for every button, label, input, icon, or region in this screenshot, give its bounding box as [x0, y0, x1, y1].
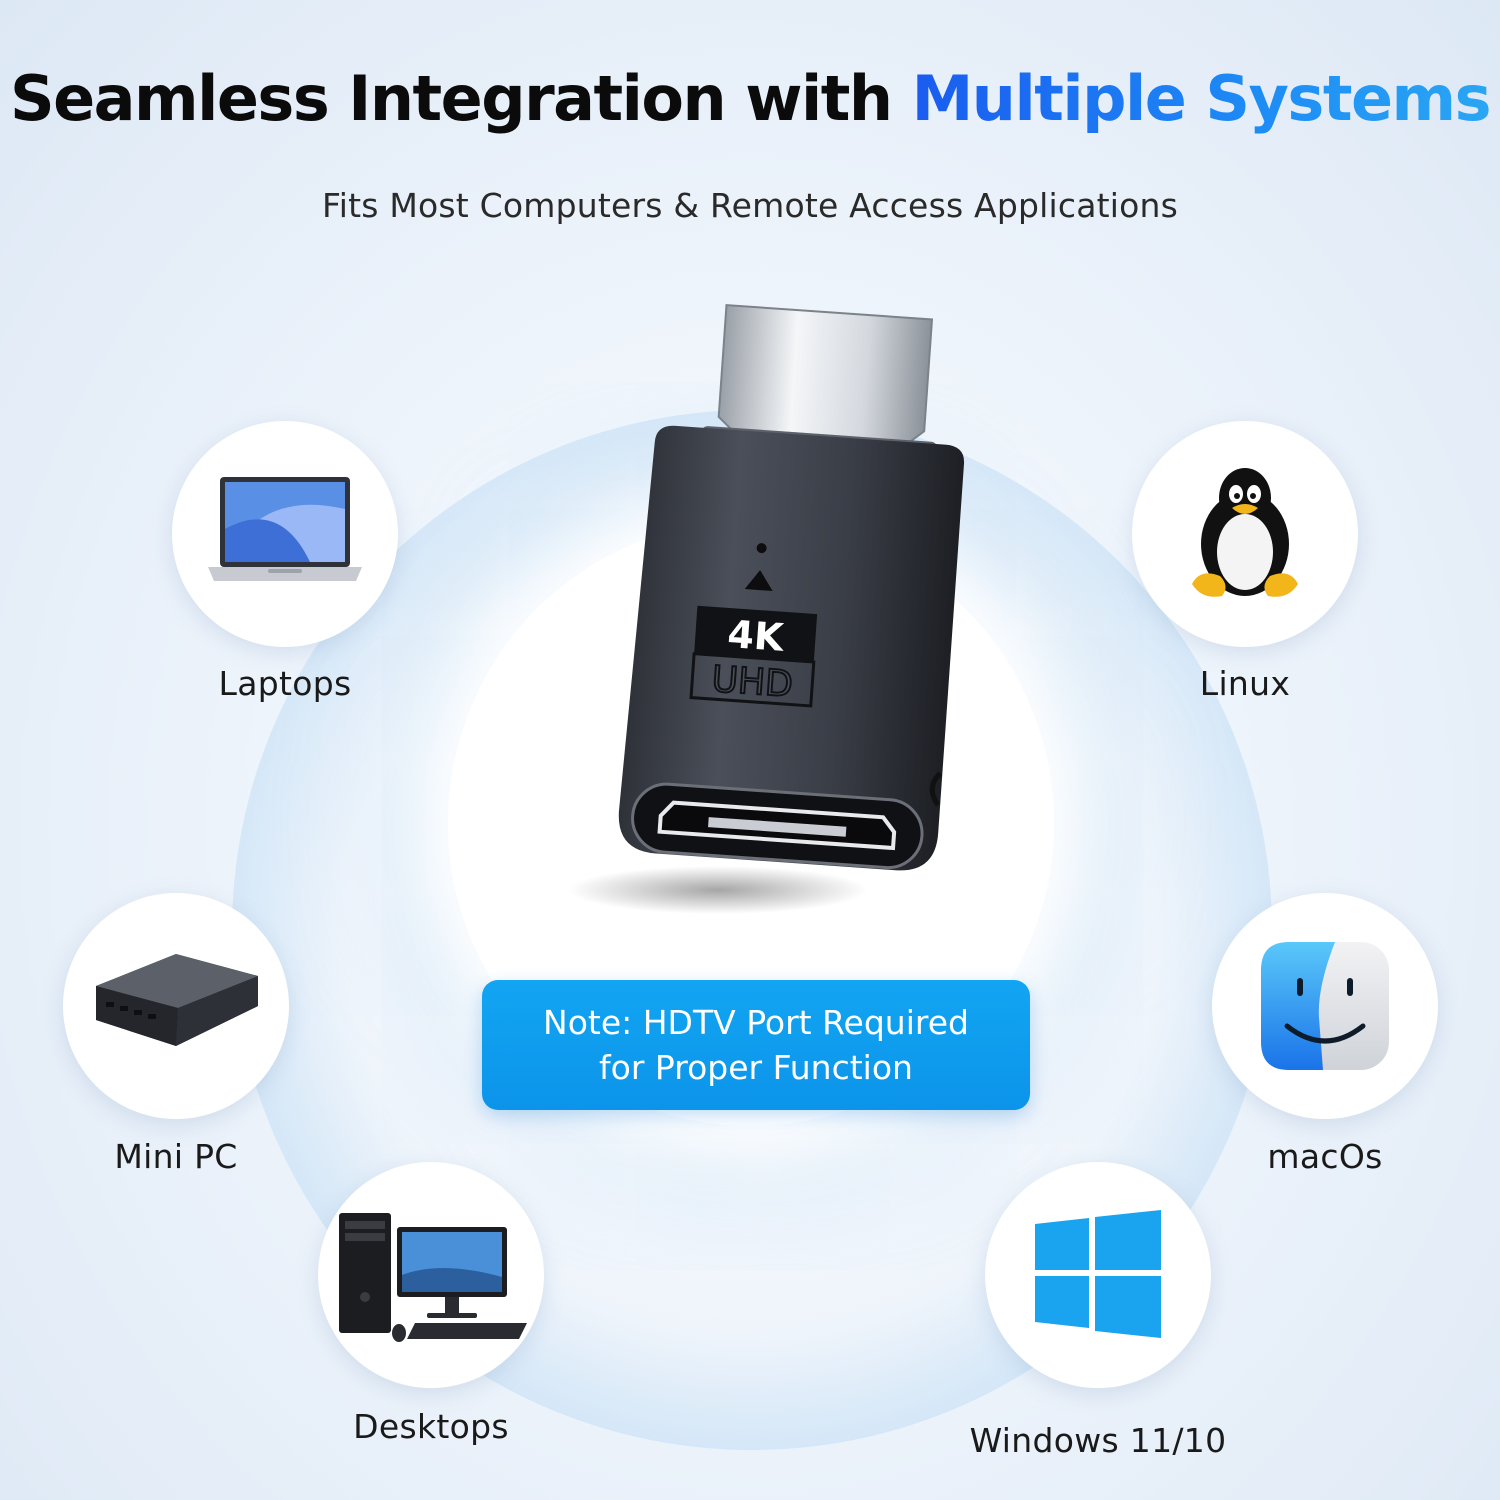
- badge-4k: 4K: [726, 612, 786, 660]
- desktops-label: Desktops: [353, 1407, 509, 1446]
- desktops-circle: [318, 1162, 544, 1388]
- note-banner: Note: HDTV Port Required for Proper Func…: [482, 980, 1030, 1110]
- page-title: Seamless Integration with Multiple Syste…: [0, 62, 1500, 135]
- title-accent: Multiple Systems: [911, 62, 1492, 135]
- laptops-label: Laptops: [218, 664, 352, 703]
- linux-tux-icon: [1192, 468, 1298, 597]
- note-line-2: for Proper Function: [599, 1048, 913, 1087]
- mini-pc-icon: [96, 954, 258, 1046]
- linux-circle: [1132, 421, 1358, 647]
- subtitle: Fits Most Computers & Remote Access Appl…: [321, 186, 1179, 225]
- laptop-icon: [208, 477, 362, 581]
- windows-label: Windows 11/10: [969, 1421, 1227, 1460]
- windows-logo-icon: [1035, 1210, 1161, 1338]
- mini-pc-label: Mini PC: [114, 1137, 238, 1176]
- badge-uhd: UHD: [710, 659, 794, 706]
- laptops-circle: [172, 421, 398, 647]
- mini-pc-circle: [63, 893, 289, 1119]
- macos-label: macOs: [1267, 1137, 1383, 1176]
- title-prefix: Seamless Integration with: [9, 62, 893, 135]
- windows-circle: [985, 1162, 1211, 1388]
- macos-circle: [1212, 893, 1438, 1119]
- hdmi-adapter-image: 4K UHD: [548, 300, 968, 920]
- linux-label: Linux: [1199, 664, 1291, 703]
- desktop-computer-icon: [339, 1213, 527, 1342]
- hdmi-adapter-icon: 4K UHD: [568, 304, 964, 914]
- note-line-1: Note: HDTV Port Required: [543, 1003, 969, 1042]
- macos-finder-icon: [1261, 942, 1389, 1070]
